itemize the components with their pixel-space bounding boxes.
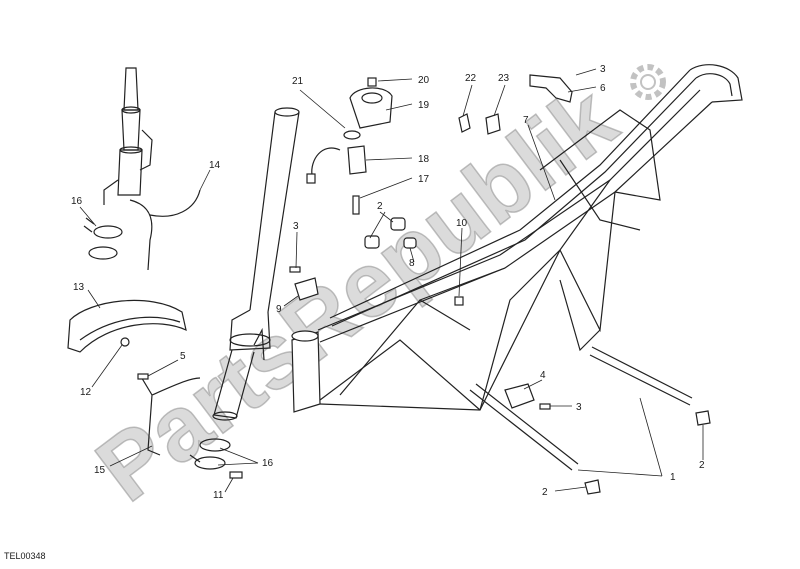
bolt-and-sensor: [458, 113, 501, 135]
callout-6: 6: [600, 83, 606, 94]
callout-3: 3: [293, 221, 299, 232]
callout-14: 14: [209, 160, 221, 171]
callout-3: 3: [576, 402, 582, 413]
callout-19: 19: [418, 100, 430, 111]
callout-12: 12: [80, 387, 92, 398]
callout-9: 9: [276, 304, 282, 315]
callout-4: 4: [540, 370, 546, 381]
callout-16: 16: [262, 458, 274, 469]
callout-3: 3: [600, 64, 606, 75]
callout-17: 17: [418, 174, 430, 185]
small-bolts: [137, 266, 551, 479]
callout-1: 1: [670, 472, 676, 483]
main-frame: [291, 64, 743, 495]
callout-23: 23: [498, 73, 510, 84]
callout-2: 2: [699, 460, 705, 471]
callout-13: 13: [73, 282, 85, 293]
callout-2: 2: [542, 487, 548, 498]
callout-22: 22: [465, 73, 477, 84]
clamp-set-lower: [189, 438, 231, 470]
watermark: PartsRepublik: [78, 64, 666, 522]
callout-7: 7: [523, 115, 529, 126]
callout-11: 11: [213, 490, 224, 501]
fork-leg-right: [212, 107, 300, 421]
leader-lines: [79, 68, 704, 493]
callout-18: 18: [418, 154, 430, 165]
front-fender: [67, 299, 187, 353]
callout-5: 5: [180, 351, 186, 362]
reference-code: TEL00348: [4, 551, 46, 561]
callout-labels: 21 20 19 18 17 22 23 3 6 7 14 16 3 2 8 1…: [71, 64, 705, 501]
fork-leg-left: [103, 67, 153, 205]
brake-line-bracket: [129, 189, 201, 271]
callout-8: 8: [409, 258, 415, 269]
callout-16: 16: [71, 196, 83, 207]
callout-15: 15: [94, 465, 106, 476]
gear-icon: [630, 64, 666, 100]
callout-21: 21: [292, 76, 304, 87]
clamp-set-left: [83, 217, 123, 260]
callout-2: 2: [377, 201, 383, 212]
callout-20: 20: [418, 75, 430, 86]
mount-bracket: [529, 74, 573, 103]
steering-lock-assembly: [306, 77, 393, 215]
watermark-text: PartsRepublik: [79, 67, 635, 521]
callout-10: 10: [456, 218, 468, 229]
lower-brake-bracket: [139, 374, 201, 456]
